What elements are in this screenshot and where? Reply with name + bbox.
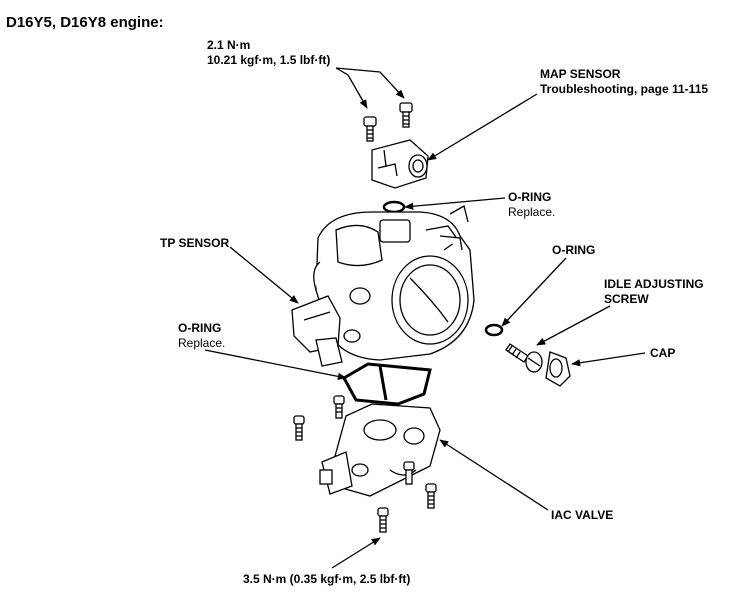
oring-top-label: O-RING <box>508 190 552 204</box>
page-title: D16Y5, D16Y8 engine: <box>6 14 164 31</box>
oring-gasket <box>341 362 432 406</box>
leader-idle-screw <box>536 305 611 346</box>
top-torque-label-line1: 2.1 N·m <box>207 38 251 52</box>
leader-oring-top <box>404 197 506 210</box>
map-sensor-reference: Troubleshooting, page 11-115 <box>540 82 709 96</box>
leader-bottom-torque <box>331 537 381 569</box>
leader-tp-sensor <box>229 246 299 304</box>
idle-adjusting-screw-label-line2: SCREW <box>604 292 649 306</box>
iac-bolt-upper-left <box>333 395 345 419</box>
iac-valve <box>319 403 441 497</box>
idle-adjusting-screw-label: IDLE ADJUSTING <box>604 277 704 291</box>
cap <box>545 351 571 387</box>
map-sensor <box>371 139 429 189</box>
leader-top-torque-left <box>335 67 368 109</box>
iac-bolt-bottom <box>377 507 389 533</box>
leader-oring-right <box>501 257 567 327</box>
leader-lines <box>204 67 646 569</box>
cap-label: CAP <box>650 346 676 360</box>
map-sensor-label: MAP SENSOR <box>540 67 621 81</box>
oring-left-label: O-RING <box>178 321 222 335</box>
iac-bolt-right-upper <box>403 461 415 485</box>
oring-right-label: O-RING <box>552 243 596 257</box>
leader-iac-valve <box>439 439 549 511</box>
tp-sensor <box>291 295 343 367</box>
top-torque-label-line2: 10.21 kgf·m, 1.5 lbf·ft) <box>207 53 331 67</box>
oring-top-note: Replace. <box>508 205 556 219</box>
oring-top <box>382 200 406 214</box>
iac-bolt-left <box>293 415 305 441</box>
top-bolt-left <box>363 116 377 142</box>
iac-valve-label: IAC VALVE <box>551 508 614 522</box>
tp-sensor-label: TP SENSOR <box>160 236 230 250</box>
iac-bolt-right-lower <box>425 483 437 509</box>
bottom-torque-label: 3.5 N·m (0.35 kgf·m, 2.5 lbf·ft) <box>243 572 411 586</box>
leader-top-torque-right <box>335 67 405 99</box>
oring-left-note: Replace. <box>178 336 226 350</box>
throttle-body <box>313 205 475 361</box>
leader-oring-left <box>204 349 347 380</box>
leader-cap <box>571 352 646 367</box>
oring-right <box>484 323 504 337</box>
idle-adjusting-screw <box>505 343 543 373</box>
top-bolt-right <box>399 102 413 128</box>
leader-map-sensor <box>427 93 538 161</box>
